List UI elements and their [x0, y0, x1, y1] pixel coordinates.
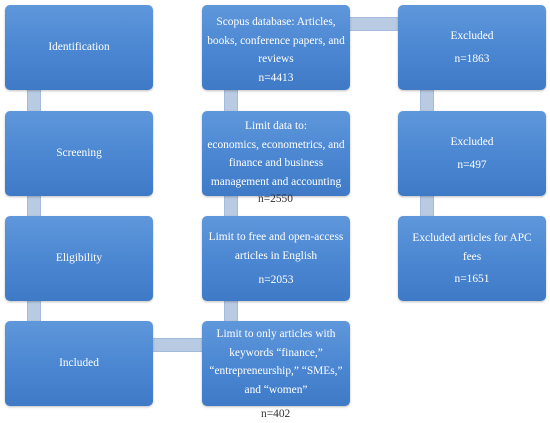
exclusion-text: fees: [462, 250, 482, 263]
step-count: n=402: [261, 408, 291, 420]
stage-label: Screening: [56, 147, 102, 160]
step-text: keywords “finance,”: [229, 346, 323, 359]
step-text: books, conference papers, and: [207, 34, 345, 47]
step-text: Scopus database: Articles,: [216, 16, 336, 28]
step-text: economics, econometrics, and: [207, 138, 345, 151]
exclusion-text: Excluded: [450, 136, 494, 149]
stage-label: Eligibility: [55, 252, 103, 265]
stage-box-eligibility: Eligibility: [5, 216, 153, 301]
step-text: articles in English: [234, 249, 318, 262]
stage-label: Identification: [48, 41, 110, 54]
exclusion-count: n=497: [457, 158, 487, 171]
step-box-keywords: Limit to only articles with keywords “fi…: [202, 321, 350, 406]
step-text: management and accounting: [210, 175, 342, 188]
step-count: n=2550: [258, 193, 293, 205]
step-text: Limit to free and open-access: [208, 231, 344, 243]
step-box-open-access: Limit to free and open-access articles i…: [202, 216, 350, 301]
step-text: Limit data to:: [244, 120, 307, 132]
exclusion-box-1: Excluded n=1863: [398, 5, 546, 90]
step-text: reviews: [258, 53, 294, 65]
stage-box-screening: Screening: [5, 111, 153, 196]
stage-label: Included: [59, 357, 99, 370]
step-count: n=2053: [258, 274, 294, 286]
exclusion-box-3: Excluded articles for APC fees n=1651: [398, 216, 546, 301]
step-count: n=4413: [258, 71, 294, 84]
step-text: “entrepreneurship,” “SMEs,”: [209, 365, 343, 377]
stage-box-identification: Identification: [5, 5, 153, 90]
step-text: and “women”: [244, 383, 308, 396]
connector-step1-exclusion1: [348, 17, 400, 31]
stage-box-included: Included: [5, 321, 153, 406]
exclusion-box-2: Excluded n=497: [398, 111, 546, 196]
step-box-scopus: Scopus database: Articles, books, confer…: [202, 5, 350, 90]
step-box-subject-limit: Limit data to: economics, econometrics, …: [202, 111, 350, 196]
step-text: finance and business: [228, 157, 324, 169]
connector-included-step4: [151, 338, 204, 352]
exclusion-count: n=1651: [454, 273, 490, 285]
exclusion-text: Excluded articles for APC: [412, 232, 532, 244]
step-text: Limit to only articles with: [216, 328, 336, 340]
exclusion-count: n=1863: [454, 52, 490, 65]
exclusion-text: Excluded: [450, 30, 494, 43]
